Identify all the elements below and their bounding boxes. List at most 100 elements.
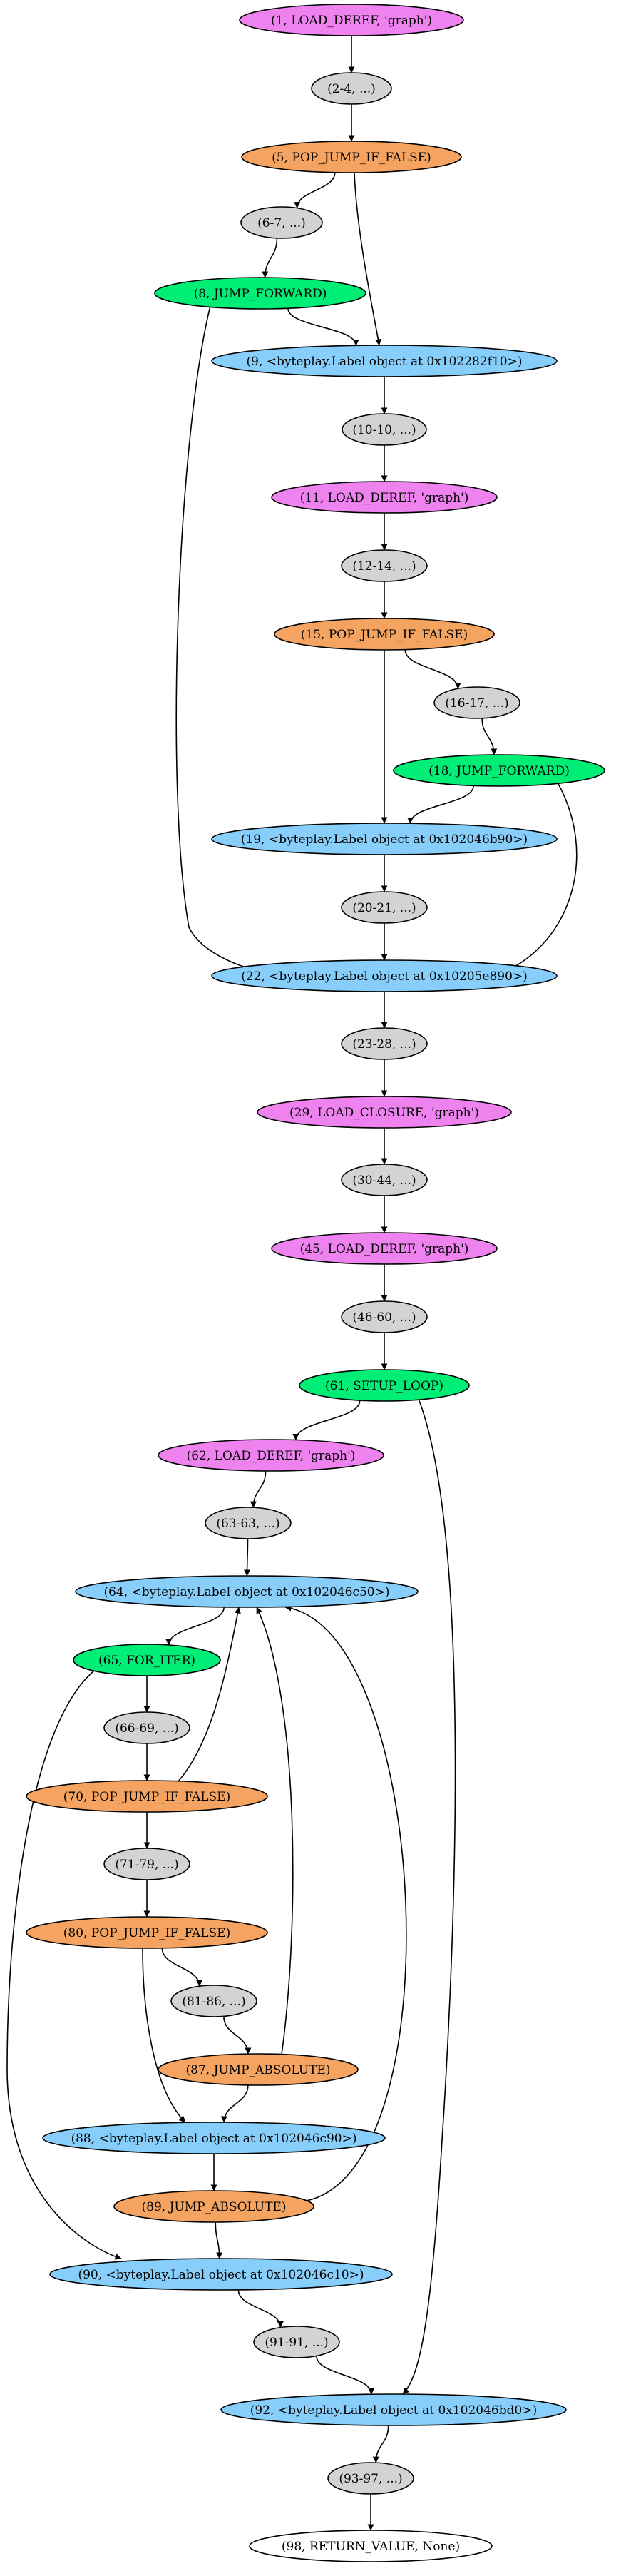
node-label: (30-44, ...)	[352, 1174, 416, 1188]
node-label: (11, LOAD_DEREF, 'graph')	[300, 491, 469, 505]
node-ellipse	[154, 277, 366, 310]
node-label: (61, SETUP_LOOP)	[325, 1379, 443, 1393]
node-ellipse	[103, 1848, 190, 1880]
edge-n61-n92	[402, 1398, 456, 2395]
node-71: (71-79, ...)	[103, 1848, 190, 1880]
node-22: (22, <byteplay.Label object at 0x10205e8…	[211, 959, 558, 992]
node-ellipse	[341, 1027, 428, 1060]
node-10: (10-10, ...)	[342, 413, 427, 446]
node-ellipse	[49, 2258, 393, 2291]
node-label: (2-4, ...)	[327, 82, 376, 96]
node-label: (1, LOAD_DEREF, 'graph')	[271, 14, 432, 28]
node-label: (12-14, ...)	[352, 559, 416, 574]
edge-n87-n88	[220, 2084, 249, 2123]
node-ellipse	[239, 4, 464, 36]
node-ellipse	[311, 72, 392, 105]
nodes-layer: (1, LOAD_DEREF, 'graph') (2-4, ...) (5, PO…	[26, 4, 605, 2562]
node-9: (9, <byteplay.Label object at 0x102282f1…	[211, 345, 558, 377]
edge-n89-n90	[215, 2221, 223, 2259]
node-ellipse	[211, 823, 558, 855]
edges-layer	[6, 35, 578, 2531]
node-ellipse	[433, 686, 520, 719]
node-ellipse	[271, 481, 498, 514]
node-label: (71-79, ...)	[115, 1858, 178, 1872]
edge-n16-n18	[481, 718, 498, 755]
node-ellipse	[341, 1300, 428, 1333]
node-23: (23-28, ...)	[341, 1027, 428, 1060]
node-label: (29, LOAD_CLOSURE, 'graph')	[289, 1106, 479, 1120]
node-label: (15, POP_JUMP_IF_FALSE)	[301, 628, 468, 642]
node-ellipse	[170, 1985, 257, 2017]
node-label: (87, JUMP_ABSOLUTE)	[186, 2063, 331, 2077]
node-label: (80, POP_JUMP_IF_FALSE)	[63, 1926, 230, 1940]
edge-n80-n88	[142, 1948, 186, 2123]
node-66: (66-69, ...)	[103, 1711, 190, 1744]
edge-n62-n63	[250, 1470, 267, 1508]
node-11: (11, LOAD_DEREF, 'graph')	[271, 481, 498, 514]
node-label: (20-21, ...)	[352, 901, 416, 915]
node-89: (89, JUMP_ABSOLUTE)	[113, 2190, 314, 2223]
node-98: (98, RETURN_VALUE, None)	[249, 2530, 493, 2562]
node-label: (5, POP_JUMP_IF_FALSE)	[272, 151, 431, 165]
node-88: (88, <byteplay.Label object at 0x102046c…	[42, 2122, 386, 2154]
node-ellipse	[341, 1164, 428, 1196]
node-ellipse	[211, 959, 558, 992]
node-18: (18, JUMP_FORWARD)	[393, 754, 605, 787]
node-ellipse	[240, 206, 323, 239]
node-ellipse	[271, 1232, 498, 1265]
node-45: (45, LOAD_DEREF, 'graph')	[271, 1232, 498, 1265]
node-label: (23-28, ...)	[352, 1037, 416, 1052]
edge-n92-n93	[372, 2425, 389, 2463]
node-label: (98, RETURN_VALUE, None)	[282, 2540, 460, 2554]
node-ellipse	[211, 345, 558, 377]
edge-n64-n65	[165, 1607, 225, 1646]
node-label: (45, LOAD_DEREF, 'graph')	[300, 1242, 469, 1256]
node-ellipse	[299, 1369, 470, 1402]
node-81: (81-86, ...)	[170, 1985, 257, 2017]
node-19: (19, <byteplay.Label object at 0x102046b…	[211, 823, 558, 855]
node-87: (87, JUMP_ABSOLUTE)	[158, 2053, 359, 2086]
node-label: (91-91, ...)	[265, 2336, 328, 2350]
node-label: (9, <byteplay.Label object at 0x102282f1…	[247, 355, 523, 369]
node-30: (30-44, ...)	[341, 1164, 428, 1196]
edge-n15-n16	[404, 649, 461, 689]
node-ellipse	[220, 2393, 567, 2426]
node-63: (63-63, ...)	[205, 1507, 292, 1539]
edge-n70-n64	[178, 1607, 241, 1782]
node-12: (12-14, ...)	[341, 549, 428, 582]
node-2: (2-4, ...)	[311, 72, 392, 105]
node-label: (89, JUMP_ABSOLUTE)	[142, 2200, 287, 2214]
node-ellipse	[253, 2326, 340, 2358]
node-ellipse	[342, 413, 427, 446]
node-62: (62, LOAD_DEREF, 'graph')	[158, 1439, 384, 1472]
node-label: (62, LOAD_DEREF, 'graph')	[187, 1449, 356, 1463]
node-ellipse	[158, 2053, 359, 2086]
node-label: (93-97, ...)	[339, 2472, 402, 2486]
node-ellipse	[26, 1780, 268, 1813]
node-ellipse	[113, 2190, 314, 2223]
node-label: (46-60, ...)	[352, 1310, 416, 1325]
node-ellipse	[327, 2462, 414, 2495]
node-label: (88, <byteplay.Label object at 0x102046c…	[71, 2132, 356, 2146]
node-65: (65, FOR_ITER)	[73, 1644, 221, 1676]
node-ellipse	[73, 1644, 221, 1676]
node-label: (66-69, ...)	[115, 1721, 178, 1736]
node-label: (65, FOR_ITER)	[98, 1654, 195, 1668]
node-16: (16-17, ...)	[433, 686, 520, 719]
node-5: (5, POP_JUMP_IF_FALSE)	[241, 141, 462, 173]
edge-n18-n22	[504, 780, 578, 972]
node-61: (61, SETUP_LOOP)	[299, 1369, 470, 1402]
node-ellipse	[205, 1507, 292, 1539]
node-label: (19, <byteplay.Label object at 0x102046b…	[241, 833, 528, 847]
node-64: (64, <byteplay.Label object at 0x102046c…	[75, 1575, 419, 1608]
edge-n5-n6	[294, 172, 336, 209]
node-ellipse	[42, 2122, 386, 2154]
edge-n81-n87	[223, 2016, 252, 2055]
edge-n80-n81	[161, 1948, 203, 1987]
edge-n65-n90	[6, 1670, 122, 2260]
node-label: (70, POP_JUMP_IF_FALSE)	[63, 1790, 230, 1804]
edge-n91-n92	[316, 2356, 375, 2395]
node-label: (6-7, ...)	[257, 216, 306, 230]
node-ellipse	[249, 2530, 493, 2562]
